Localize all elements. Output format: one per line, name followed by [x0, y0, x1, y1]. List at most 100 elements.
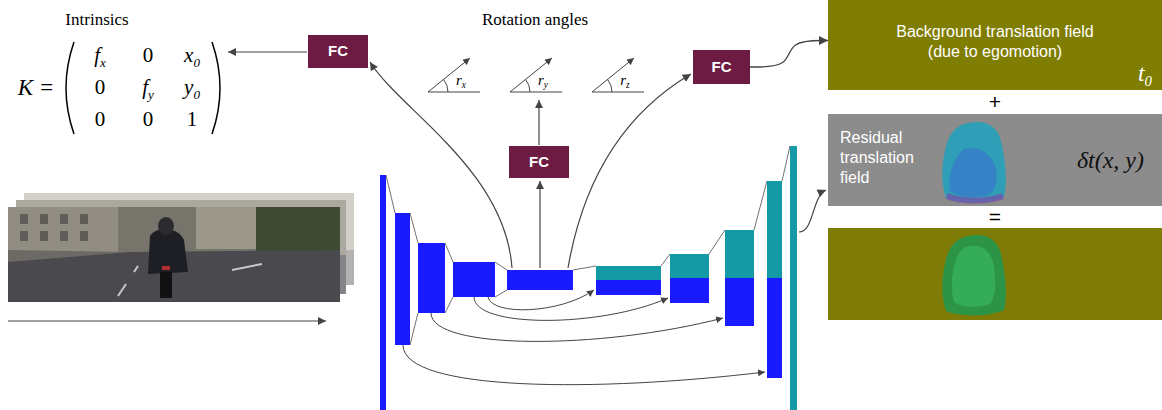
- layer-link: [445, 243, 453, 262]
- rider: [148, 229, 188, 274]
- angle-base: [510, 92, 562, 93]
- decoder-layer-skip: [767, 278, 782, 378]
- network: [380, 146, 797, 410]
- matrix-symbol: K =: [18, 75, 55, 100]
- lane-mark: [232, 264, 262, 270]
- panel-title: Residual translation field: [840, 128, 932, 188]
- encoder-layer: [453, 262, 495, 297]
- blob-edge: [946, 193, 1004, 204]
- subscript: z: [626, 80, 630, 90]
- text-part: t: [1138, 60, 1145, 86]
- angle-label: rz: [620, 72, 629, 89]
- window: [60, 231, 68, 241]
- layer-links: [386, 146, 790, 345]
- angle-ray: [592, 58, 634, 92]
- translation-field-panel: Background translation field (due to ego…: [828, 0, 1162, 90]
- fc-layer: FC: [693, 50, 750, 84]
- field-image: [828, 228, 1162, 320]
- subscript: 0: [193, 87, 200, 102]
- residual-field-panel: Residual translation field δt(x, y): [828, 114, 1162, 206]
- matrix-bracket: [66, 42, 74, 134]
- front-frame: [8, 207, 340, 302]
- encoder-layer: [418, 243, 445, 313]
- operator-symbol: =: [989, 205, 1001, 228]
- text-part: r: [538, 72, 544, 88]
- matrix-entry: y0: [184, 76, 200, 99]
- total-translation-field: [828, 228, 1162, 320]
- decoder-layer-upsampled: [596, 266, 661, 280]
- matrix-entry: 0: [95, 76, 106, 99]
- skip-connection: [431, 313, 723, 341]
- angle-label: rx: [456, 72, 466, 89]
- tail-light: [162, 266, 170, 270]
- feature-arrow: [370, 62, 512, 268]
- encoder-layer: [395, 213, 410, 345]
- matrix-entry: fy: [142, 76, 154, 99]
- subscript: y: [148, 87, 154, 102]
- window: [40, 231, 48, 241]
- output-arrow: [799, 190, 826, 232]
- layer-name: FC: [529, 154, 549, 171]
- layer-link: [573, 266, 596, 270]
- panel-title: Background translation field (due to ego…: [880, 22, 1110, 62]
- decoder-layer-skip: [725, 278, 754, 326]
- angle-base: [428, 92, 480, 93]
- subscript: y: [544, 80, 548, 90]
- section-title: Rotation angles: [482, 11, 588, 30]
- matrix-entry: 0: [143, 44, 154, 67]
- connector-arrow: [750, 41, 828, 68]
- matrix-entry: 0: [143, 108, 154, 131]
- skip-connection: [474, 297, 668, 320]
- window: [60, 214, 68, 224]
- subscript: x: [100, 55, 106, 70]
- layer-link: [661, 254, 670, 266]
- matrix-entry: x0: [184, 44, 200, 67]
- angle-base: [592, 92, 644, 93]
- building: [8, 207, 118, 253]
- matrix-entry: 0: [95, 108, 106, 131]
- output-layer: [790, 146, 797, 410]
- subscript: 0: [193, 55, 200, 70]
- section-title: Intrinsics: [65, 11, 128, 30]
- layer-link: [410, 313, 418, 345]
- angle-icons: [428, 58, 644, 92]
- bottleneck-layer: [507, 270, 573, 290]
- layer-link: [445, 297, 453, 313]
- angle-ray: [428, 58, 470, 92]
- fc-layer: FC: [509, 146, 569, 178]
- lane-mark: [118, 284, 126, 296]
- math-symbol: δt(x, y): [1077, 147, 1144, 173]
- operator-symbol: +: [989, 90, 1001, 113]
- decoder-layer-skip: [670, 278, 709, 303]
- angle-arc: [526, 79, 531, 92]
- blob-shape: [942, 122, 1006, 202]
- layer-link: [386, 175, 395, 213]
- fc-layer: FC: [308, 35, 368, 68]
- blob-core: [950, 148, 997, 197]
- matrix-entry: 1: [187, 108, 198, 131]
- decoder-layer-upsampled: [725, 230, 754, 278]
- decoder-layer-upsampled: [767, 181, 782, 278]
- layer-link: [709, 230, 725, 254]
- trees: [256, 207, 340, 253]
- math-symbol: t0: [1138, 60, 1152, 86]
- text-part: f: [94, 43, 100, 67]
- text-part: x: [184, 43, 193, 67]
- angle-arc: [608, 79, 613, 92]
- layer-link: [754, 181, 767, 230]
- layer-name: FC: [712, 59, 732, 76]
- object-blob: [942, 122, 1006, 204]
- matrix-bracket: [212, 42, 220, 134]
- motorcycle-wheel: [160, 272, 172, 298]
- intrinsics-arrow: [228, 51, 307, 52]
- angle-ray: [510, 58, 552, 92]
- encoder-layer: [380, 175, 386, 410]
- window: [80, 231, 88, 241]
- text-part: f: [142, 75, 148, 99]
- blob-shape: [942, 235, 1006, 315]
- skip-connection: [403, 345, 765, 385]
- lane-mark: [134, 266, 138, 272]
- angle-arc: [444, 79, 449, 92]
